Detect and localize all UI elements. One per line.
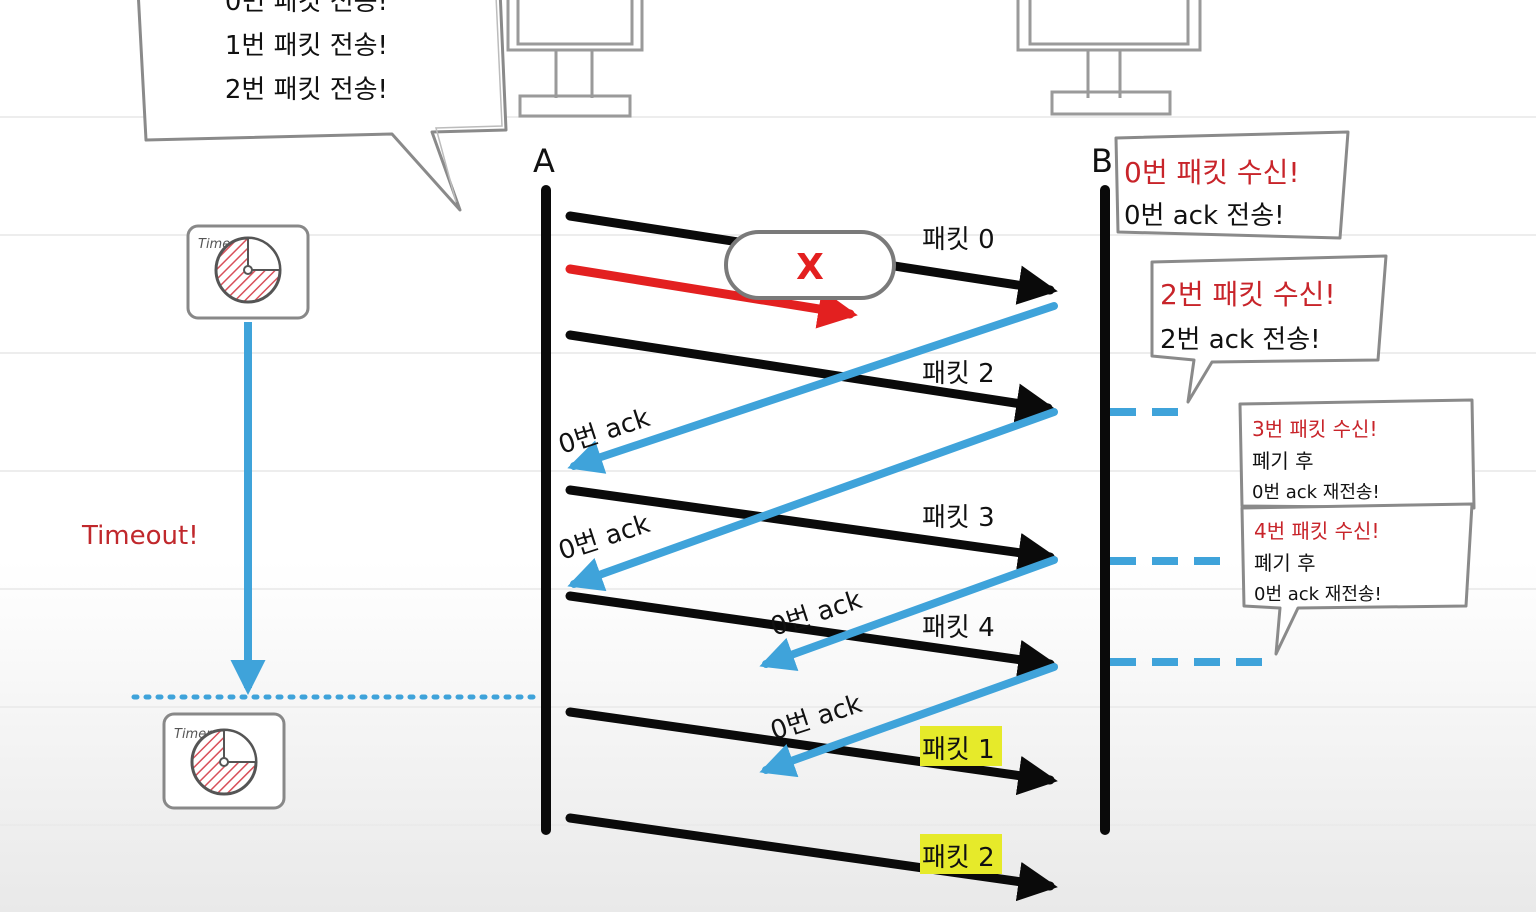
packet-label-1-resend: 패킷 1: [922, 735, 995, 765]
computer-a-icon: [506, 0, 644, 118]
packet-label-4: 패킷 4: [922, 613, 995, 643]
receiver-2-line-0: 2번 ack 전송!: [1160, 325, 1321, 355]
receiver-bubble-4: 4번 패킷 수신! 폐기 후 0번 ack 재전송!: [1240, 502, 1474, 656]
packet-label-2: 패킷 2: [922, 359, 995, 389]
sender-line-0: 0번 패킷 전송!: [225, 0, 388, 17]
packet-loss-marker: X: [724, 230, 896, 300]
title-fragment: Bac: [18, 0, 136, 8]
ack-0-arrow-second: [567, 408, 1058, 592]
sender-speech-bubble: 0번 패킷 전송! 1번 패킷 전송! 2번 패킷 전송!: [137, 0, 508, 212]
packet-2-resend-arrow: [565, 813, 1058, 902]
highlight-packet-1: [920, 726, 1002, 766]
host-a-label: A: [533, 142, 555, 180]
timer-icon-start: Timer: [186, 224, 310, 320]
packet-label-3: 패킷 3: [922, 503, 995, 533]
highlight-packet-2: [920, 834, 1002, 874]
packet-1-resend-arrow: [565, 707, 1058, 796]
receiver-bubble-1: 0번 패킷 수신! 0번 ack 전송!: [1114, 130, 1350, 240]
sender-line-2: 2번 패킷 전송!: [225, 75, 388, 105]
ack-0-arrow-third: [759, 556, 1058, 671]
receiver-bubble-3: 3번 패킷 수신! 폐기 후 0번 ack 재전송!: [1238, 398, 1476, 510]
receiver-4-received: 4번 패킷 수신!: [1254, 519, 1379, 543]
loss-x-icon: X: [796, 247, 824, 288]
sender-line-1: 1번 패킷 전송!: [225, 31, 388, 61]
packet-label-2-resend: 패킷 2: [922, 843, 995, 873]
receiver-4-line-1: 0번 ack 재전송!: [1254, 584, 1382, 605]
receiver-bubble-2: 2번 패킷 수신! 2번 ack 전송!: [1150, 254, 1388, 404]
packet-2-arrow: [565, 330, 1056, 423]
ack-0-arrow-fourth: [759, 663, 1058, 778]
packet-1-lost-arrow: [565, 264, 858, 329]
receiver-4-line-0: 폐기 후: [1254, 551, 1316, 575]
timer-icon-expired: Timer: [162, 712, 286, 810]
packet-3-arrow: [565, 485, 1058, 573]
packet-4-arrow: [565, 591, 1058, 680]
packet-label-0: 패킷 0: [922, 225, 995, 255]
host-b-label: B: [1091, 142, 1113, 180]
receiver-3-received: 3번 패킷 수신!: [1252, 417, 1377, 441]
receiver-1-received: 0번 패킷 수신!: [1124, 156, 1300, 189]
receiver-3-line-0: 폐기 후: [1252, 449, 1314, 473]
receiver-3-line-1: 0번 ack 재전송!: [1252, 482, 1380, 503]
timeout-label: Timeout!: [81, 521, 199, 551]
receiver-2-received: 2번 패킷 수신!: [1160, 278, 1336, 311]
computer-b-icon: [1016, 0, 1202, 116]
ack-0-arrow-first: [567, 302, 1058, 474]
receiver-1-line-0: 0번 ack 전송!: [1124, 201, 1285, 231]
